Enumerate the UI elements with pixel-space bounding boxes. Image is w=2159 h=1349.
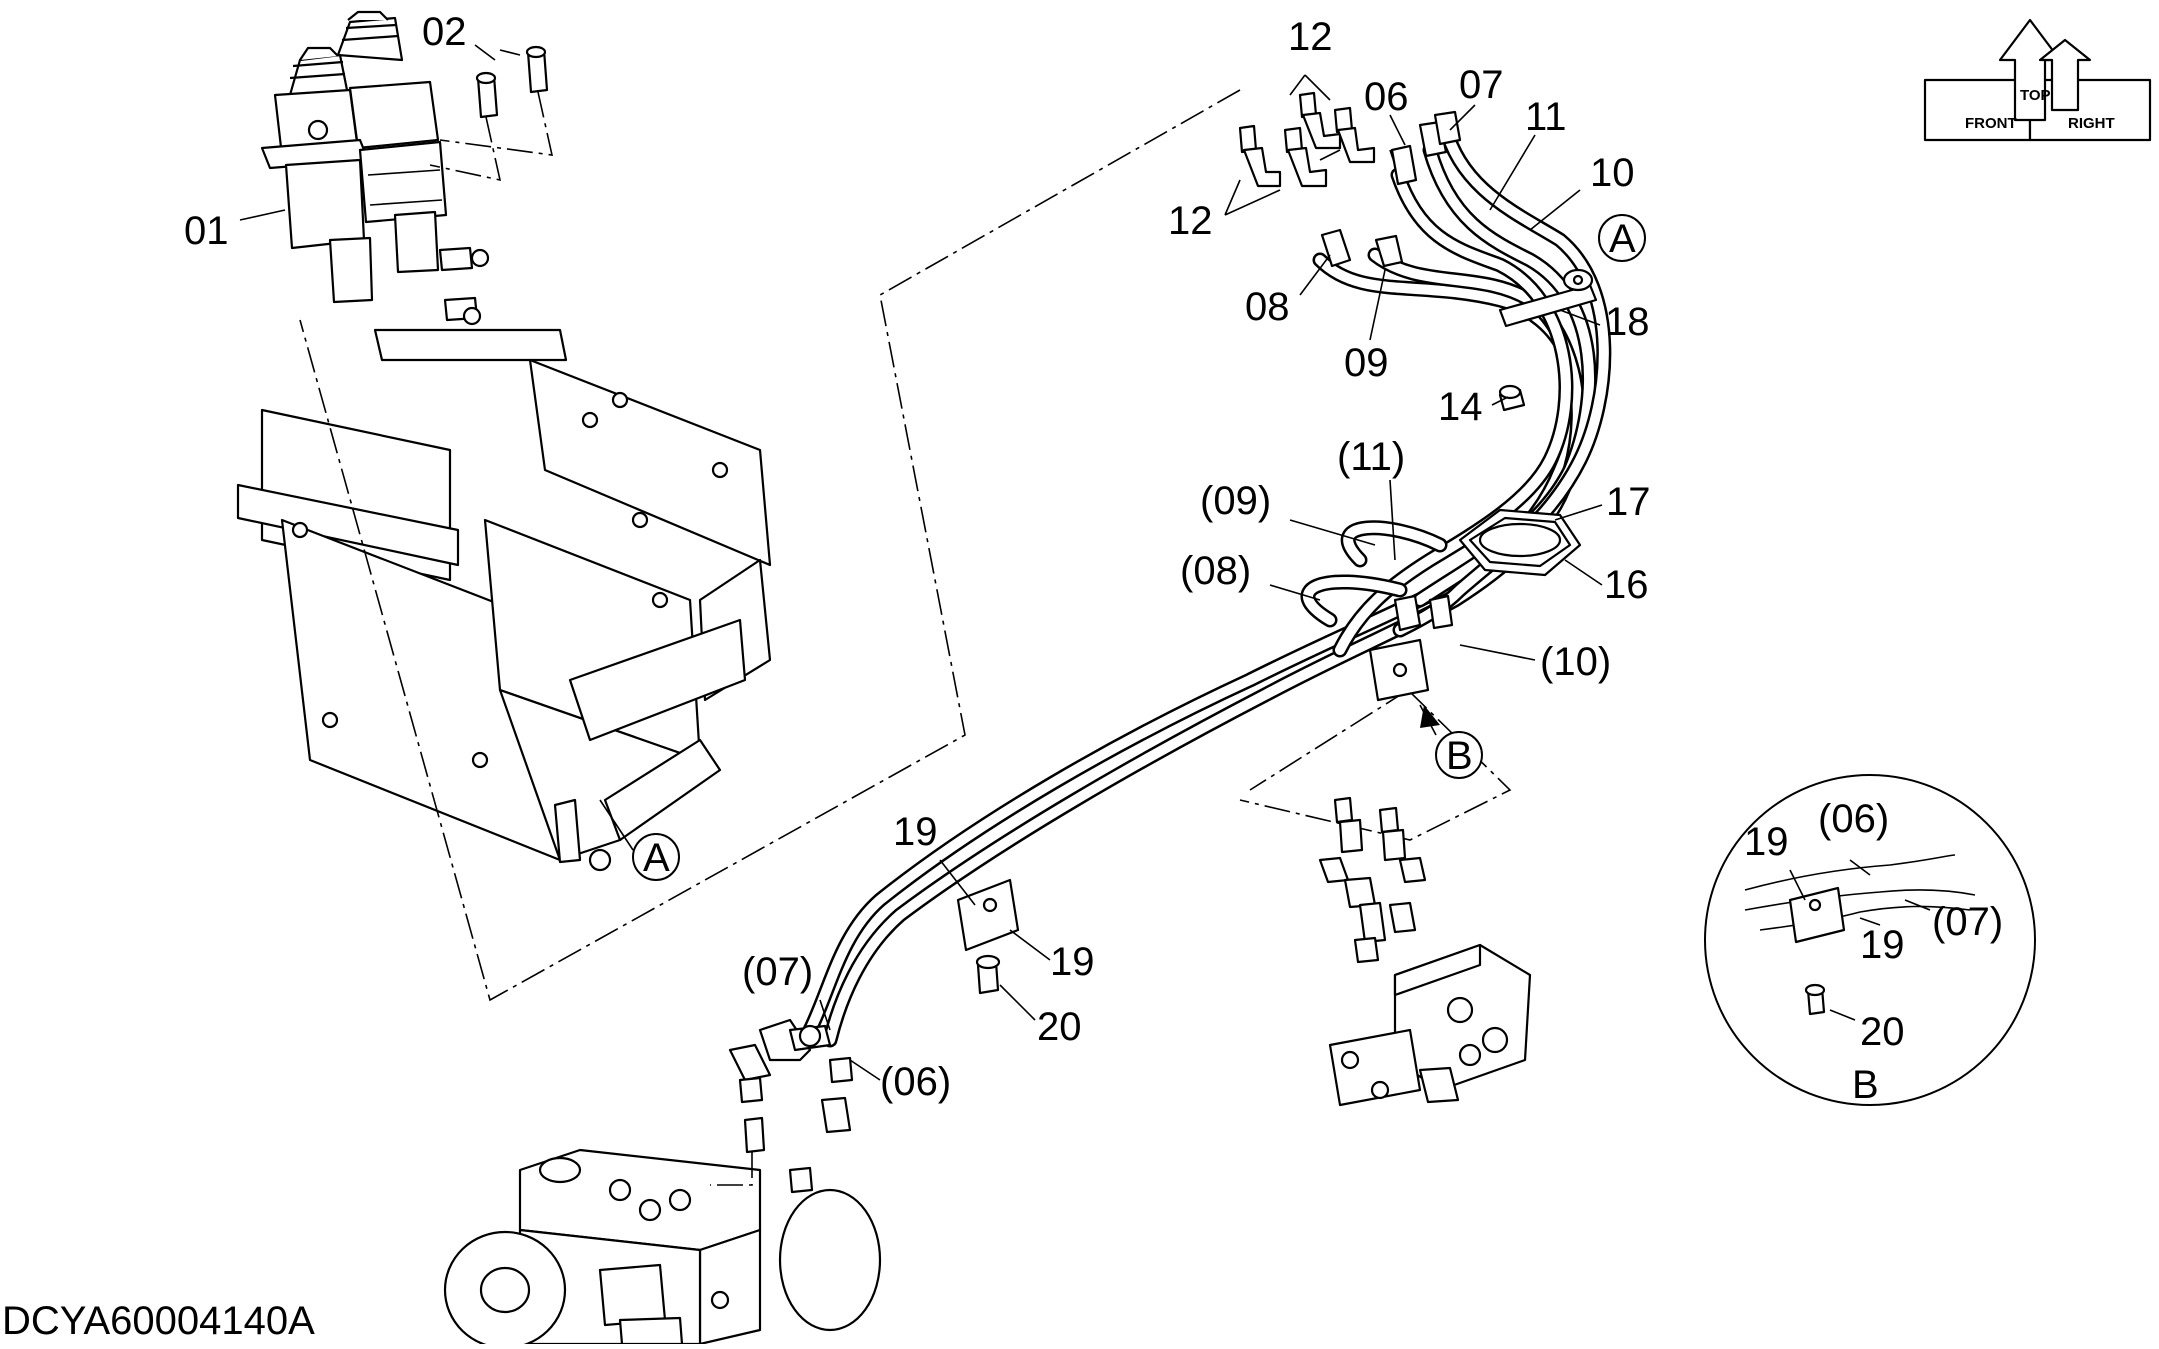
callout-10-ref: (10) — [1540, 640, 1611, 684]
callout-08-ref: (08) — [1180, 549, 1251, 593]
orientation-icon: FRONT RIGHT TOP — [1923, 18, 2152, 142]
orientation-right: RIGHT — [2068, 115, 2115, 132]
marker-a-upper: A — [1598, 214, 1646, 262]
bottom-fittings — [710, 1018, 854, 1194]
callout-labels: 01 02 12 12 06 07 11 10 08 09 18 14 (11)… — [184, 10, 2003, 1107]
drawing-code: DCYA60004140A — [2, 1299, 315, 1343]
clamp-19 — [956, 638, 1430, 952]
detail-callout-19-a: 19 — [1744, 820, 1789, 864]
detail-callout-20: 20 — [1860, 1010, 1905, 1054]
bolts-02 — [429, 45, 554, 182]
callout-18: 18 — [1605, 300, 1650, 344]
grommet-16-17 — [1458, 508, 1582, 577]
bolt-14 — [1498, 384, 1526, 412]
detail-b-title: B — [1852, 1063, 1879, 1107]
clamp-18 — [1498, 268, 1598, 328]
hose-end-fittings — [1320, 110, 1462, 632]
callout-12-top: 12 — [1288, 15, 1333, 59]
detail-callout-19-b: 19 — [1860, 923, 1905, 967]
callout-07: 07 — [1459, 63, 1504, 107]
callout-07-ref: (07) — [742, 950, 813, 994]
console-frame — [236, 328, 772, 872]
bottom-valve — [443, 1148, 882, 1349]
callout-16: 16 — [1604, 563, 1649, 607]
bolt-20 — [975, 954, 1001, 995]
fittings-12 — [1238, 91, 1376, 188]
callout-09-ref: (09) — [1200, 479, 1271, 523]
callout-14: 14 — [1438, 385, 1483, 429]
pilot-valve-01 — [260, 10, 490, 326]
marker-b-text: B — [1446, 734, 1473, 778]
detail-callout-07: (07) — [1932, 900, 2003, 944]
marker-b: B — [1419, 704, 1483, 779]
callout-06-ref: (06) — [880, 1060, 951, 1104]
callout-19-upper: 19 — [893, 810, 938, 854]
callout-06: 06 — [1364, 75, 1409, 119]
callout-17: 17 — [1606, 480, 1651, 524]
callout-11: 11 — [1525, 95, 1567, 139]
callout-12-left: 12 — [1168, 199, 1213, 243]
detail-callout-06: (06) — [1818, 797, 1889, 841]
leader-lines — [239, 44, 1603, 1081]
right-valve — [1318, 796, 1532, 1107]
callout-19-lower: 19 — [1050, 940, 1095, 984]
marker-a-lower: A — [599, 799, 680, 881]
orientation-top: TOP — [2020, 87, 2051, 104]
callout-20: 20 — [1037, 1005, 1082, 1049]
callout-11-ref: (11) — [1337, 435, 1405, 479]
marker-a-lower-text: A — [643, 836, 670, 880]
detail-b — [1704, 774, 2036, 1106]
marker-a-upper-text: A — [1609, 217, 1636, 261]
callout-02: 02 — [422, 10, 467, 54]
callout-01: 01 — [184, 209, 229, 253]
callout-10: 10 — [1590, 151, 1635, 195]
callout-09: 09 — [1344, 341, 1389, 385]
orientation-front: FRONT — [1965, 115, 2017, 132]
callout-08: 08 — [1245, 285, 1290, 329]
